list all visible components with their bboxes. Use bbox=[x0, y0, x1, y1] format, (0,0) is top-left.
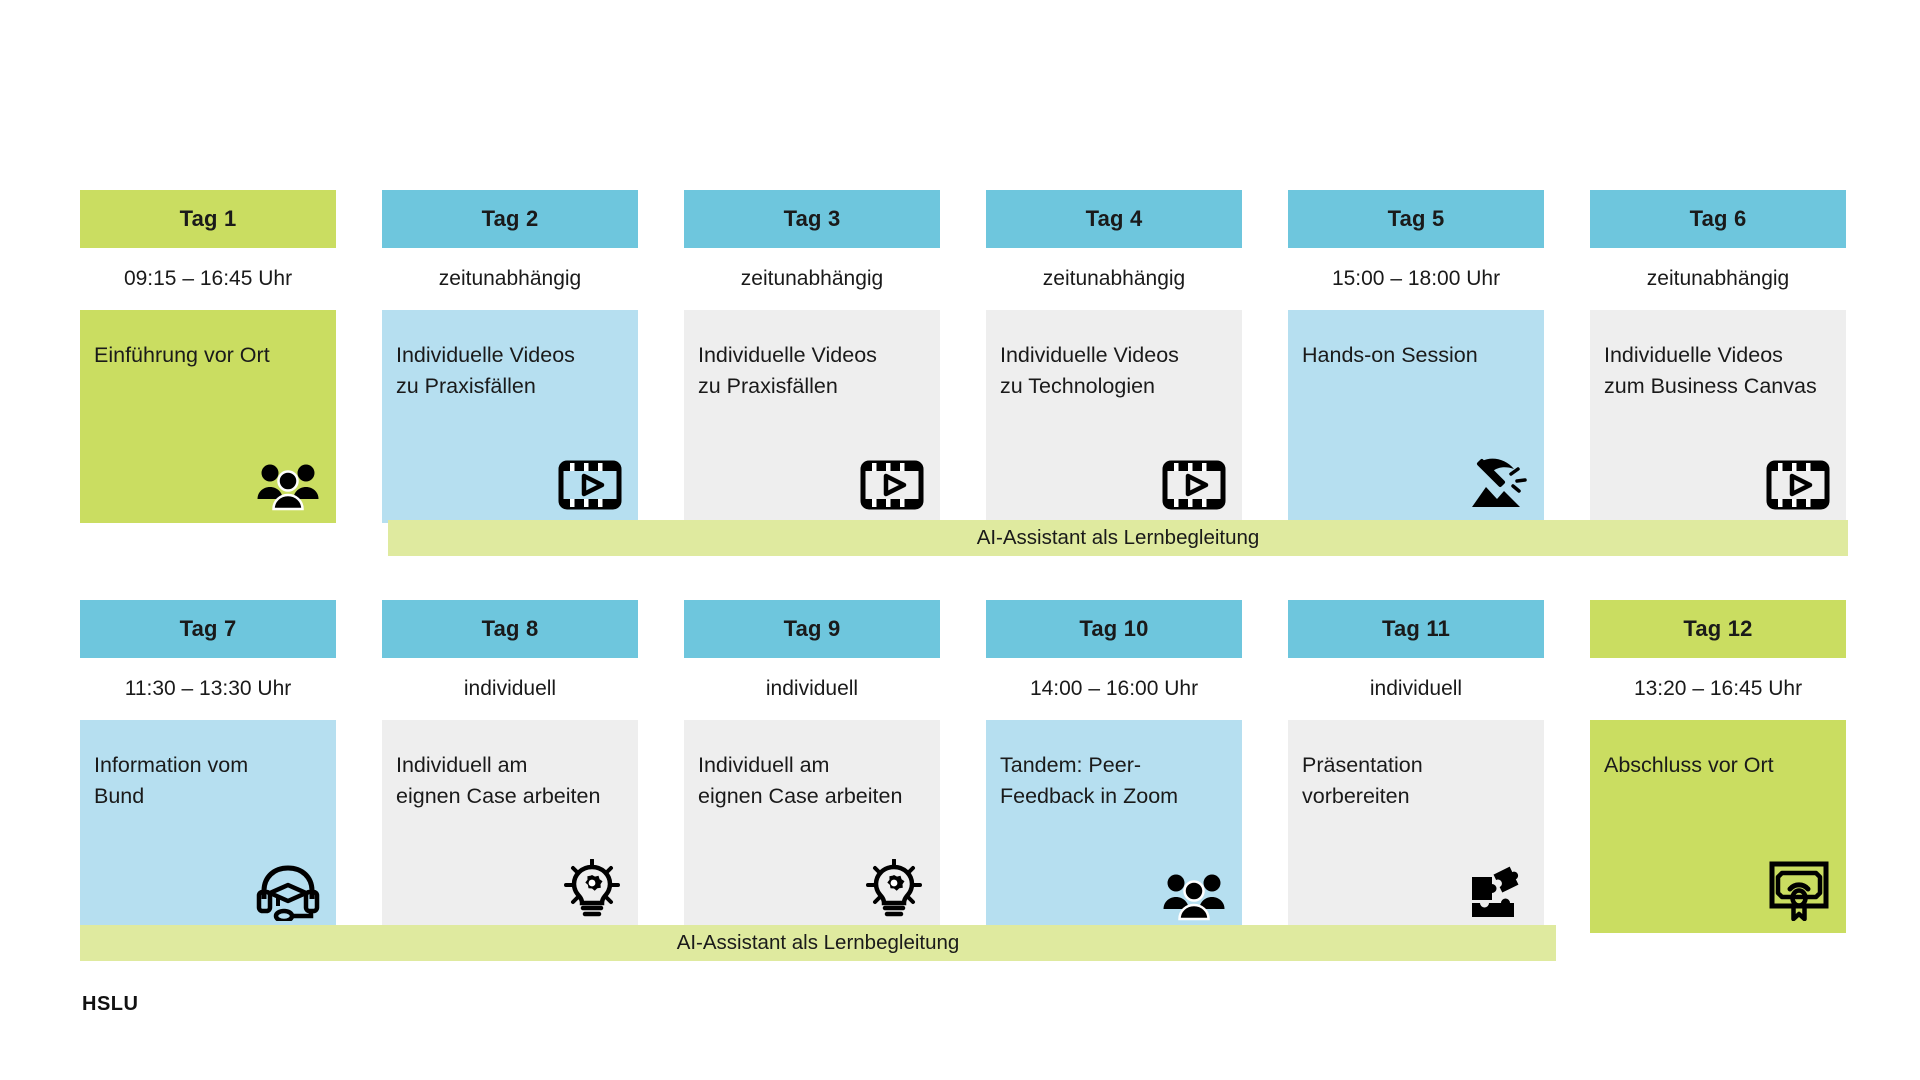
hslu-logo: HSLU bbox=[82, 993, 139, 1015]
day-activity-text: Einführung vor Ort bbox=[94, 343, 270, 367]
day-body: Abschluss vor Ort bbox=[1590, 720, 1846, 933]
lightbulb-gear-icon bbox=[558, 857, 622, 921]
day-body: Präsentation vorbereiten bbox=[1288, 720, 1544, 933]
day-body: Individuelle Videos zu Technologien bbox=[986, 310, 1242, 523]
day-activity-text: Individuell am eignen Case arbeiten bbox=[396, 753, 601, 808]
day-time: individuell bbox=[1288, 658, 1544, 720]
ai-assistant-bar-label-1: AI-Assistant als Lernbegleitung bbox=[976, 526, 1260, 549]
day-activity-text: Präsentation vorbereiten bbox=[1302, 753, 1423, 808]
day-time: zeitunabhängig bbox=[684, 248, 940, 310]
day-time: zeitunabhängig bbox=[382, 248, 638, 310]
day-time: 14:00 – 16:00 Uhr bbox=[986, 658, 1242, 720]
day-header: Tag 4 bbox=[986, 190, 1242, 248]
day-header: Tag 9 bbox=[684, 600, 940, 658]
day-activity-text: Information vom Bund bbox=[94, 753, 249, 808]
video-film-icon bbox=[860, 447, 924, 511]
day-time: 13:20 – 16:45 Uhr bbox=[1590, 658, 1846, 720]
day-activity-text: Individuelle Videos zu Technologien bbox=[1000, 343, 1179, 398]
day-body: Individuelle Videos zu Praxisfällen bbox=[684, 310, 940, 523]
day-body: Individuell am eignen Case arbeiten bbox=[684, 720, 940, 933]
day-header: Tag 11 bbox=[1288, 600, 1544, 658]
lightbulb-gear-icon bbox=[860, 857, 924, 921]
day-header: Tag 10 bbox=[986, 600, 1242, 658]
video-film-icon bbox=[558, 447, 622, 511]
day-header: Tag 12 bbox=[1590, 600, 1846, 658]
group-of-people-icon bbox=[1162, 857, 1226, 921]
puzzle-pieces-icon bbox=[1464, 857, 1528, 921]
day-time: zeitunabhängig bbox=[1590, 248, 1846, 310]
day-time: 09:15 – 16:45 Uhr bbox=[80, 248, 336, 310]
day-time: 11:30 – 13:30 Uhr bbox=[80, 658, 336, 720]
day-header: Tag 8 bbox=[382, 600, 638, 658]
day-header: Tag 3 bbox=[684, 190, 940, 248]
day-header: Tag 6 bbox=[1590, 190, 1846, 248]
ai-assistant-bar-row2: AI-Assistant als Lernbegleitung bbox=[80, 925, 1556, 961]
day-body: Information vom Bund bbox=[80, 720, 336, 933]
ai-assistant-bar-row1: AI-Assistant als Lernbegleitung bbox=[388, 520, 1848, 556]
group-of-people-icon bbox=[256, 447, 320, 511]
day-time: zeitunabhängig bbox=[986, 248, 1242, 310]
day-body: Individuelle Videos zum Business Canvas bbox=[1590, 310, 1846, 523]
day-body: Individuell am eignen Case arbeiten bbox=[382, 720, 638, 933]
day-body: Tandem: Peer- Feedback in Zoom bbox=[986, 720, 1242, 933]
headset-graduate-icon bbox=[256, 857, 320, 921]
day-body: Hands-on Session bbox=[1288, 310, 1544, 523]
day-activity-text: Tandem: Peer- Feedback in Zoom bbox=[1000, 753, 1179, 808]
day-header: Tag 7 bbox=[80, 600, 336, 658]
day-header: Tag 1 bbox=[80, 190, 336, 248]
day-header: Tag 5 bbox=[1288, 190, 1544, 248]
day-activity-text: Hands-on Session bbox=[1302, 343, 1478, 367]
day-activity-text: Individuelle Videos zu Praxisfällen bbox=[698, 343, 877, 398]
video-film-icon bbox=[1766, 447, 1830, 511]
day-body: Einführung vor Ort bbox=[80, 310, 336, 523]
day-activity-text: Individuelle Videos zum Business Canvas bbox=[1604, 343, 1817, 398]
pickaxe-rock-icon bbox=[1464, 447, 1528, 511]
day-activity-text: Individuelle Videos zu Praxisfällen bbox=[396, 343, 575, 398]
day-time: individuell bbox=[382, 658, 638, 720]
day-activity-text: Abschluss vor Ort bbox=[1604, 753, 1774, 777]
certificate-icon bbox=[1766, 857, 1830, 921]
day-header: Tag 2 bbox=[382, 190, 638, 248]
day-body: Individuelle Videos zu Praxisfällen bbox=[382, 310, 638, 523]
day-activity-text: Individuell am eignen Case arbeiten bbox=[698, 753, 903, 808]
day-time: 15:00 – 18:00 Uhr bbox=[1288, 248, 1544, 310]
day-time: individuell bbox=[684, 658, 940, 720]
ai-assistant-bar-label-2: AI-Assistant als Lernbegleitung bbox=[676, 931, 960, 954]
video-film-icon bbox=[1162, 447, 1226, 511]
